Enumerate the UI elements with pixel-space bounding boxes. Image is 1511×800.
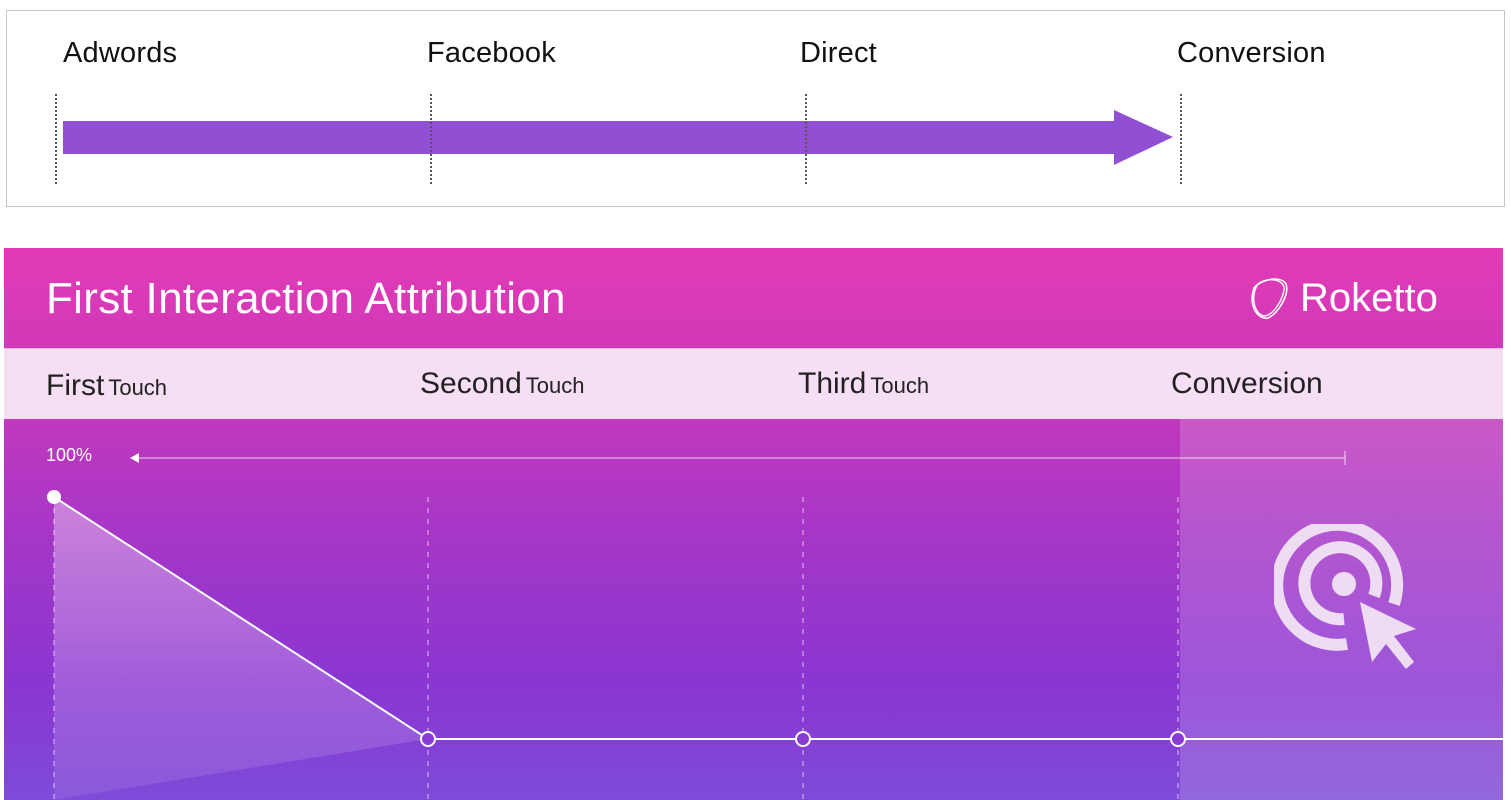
- channel-adwords: Adwords: [63, 37, 178, 69]
- target-click-icon: [1274, 524, 1416, 669]
- conversion-column-highlight: [1180, 419, 1503, 800]
- touchpoint-divider: [1180, 94, 1182, 184]
- touchpoint-divider: [805, 94, 807, 184]
- attribution-panel: First Interaction Attribution Roketto Fi…: [4, 248, 1503, 800]
- touchpoint-divider: [430, 94, 432, 184]
- touchpoint-divider: [55, 94, 57, 184]
- brand-name: Roketto: [1300, 275, 1438, 320]
- stage-conversion: Conversion: [1171, 367, 1323, 400]
- panel-title: First Interaction Attribution: [46, 274, 566, 323]
- channel-conversion: Conversion: [1177, 37, 1326, 69]
- channel-facebook: Facebook: [427, 37, 556, 69]
- brand-logo: Roketto: [1244, 274, 1438, 322]
- panel-header: First Interaction Attribution Roketto: [4, 248, 1503, 348]
- customer-journey-diagram: Adwords Facebook Direct Conversion: [6, 10, 1505, 207]
- channel-direct: Direct: [800, 37, 877, 69]
- credit-percentage-label: 100%: [46, 445, 93, 465]
- roketto-logo-icon: [1251, 278, 1288, 319]
- attribution-chart: 100%: [4, 419, 1503, 800]
- journey-arrow: [63, 110, 1173, 165]
- attribution-line-chart: [47, 451, 1503, 800]
